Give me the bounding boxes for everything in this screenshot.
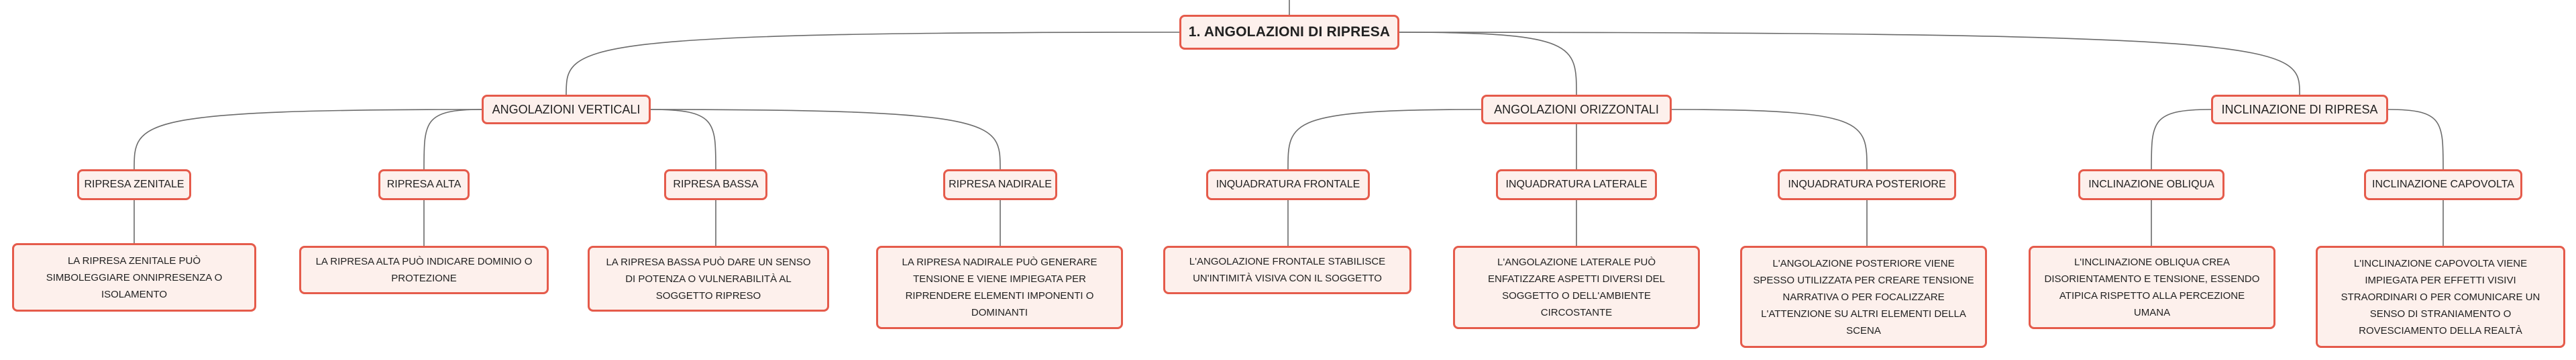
description-ripresa-zenitale[interactable]: LA RIPRESA ZENITALE PUÒ SIMBOLEGGIARE ON… [12, 243, 256, 312]
connector-category-inclinazione-di-ripresa-node-inclinazione-obliqua [2151, 109, 2212, 170]
connector-category-angolazioni-verticali-node-ripresa-nadirale [650, 109, 1001, 170]
node-inquadratura-laterale[interactable]: INQUADRATURA LATERALE [1496, 169, 1657, 200]
node-inquadratura-posteriore[interactable]: INQUADRATURA POSTERIORE [1778, 169, 1956, 200]
node-inquadratura-frontale[interactable]: INQUADRATURA FRONTALE [1206, 169, 1370, 200]
description-inclinazione-obliqua[interactable]: L'INCLINAZIONE OBLIQUA CREA DISORIENTAME… [2029, 246, 2275, 329]
connector-category-inclinazione-di-ripresa-node-inclinazione-capovolta [2387, 109, 2444, 170]
node-ripresa-nadirale[interactable]: RIPRESA NADIRALE [943, 169, 1057, 200]
connector-root-category-inclinazione-di-ripresa [1399, 32, 2300, 95]
connector-category-angolazioni-orizzontali-node-inquadratura-frontale [1287, 109, 1482, 170]
description-ripresa-alta[interactable]: LA RIPRESA ALTA PUÒ INDICARE DOMINIO O P… [299, 246, 549, 294]
description-inquadratura-posteriore[interactable]: L'ANGOLAZIONE POSTERIORE VIENE SPESSO UT… [1740, 246, 1987, 348]
node-ripresa-zenitale[interactable]: RIPRESA ZENITALE [77, 169, 191, 200]
description-ripresa-nadirale[interactable]: LA RIPRESA NADIRALE PUÒ GENERARE TENSION… [876, 246, 1123, 329]
connector-category-angolazioni-verticali-node-ripresa-bassa [650, 109, 716, 170]
category-inclinazione-di-ripresa[interactable]: INCLINAZIONE DI RIPRESA [2211, 95, 2388, 124]
category-angolazioni-orizzontali[interactable]: ANGOLAZIONI ORIZZONTALI [1481, 95, 1672, 124]
connector-root-category-angolazioni-verticali [566, 32, 1180, 95]
connector-category-angolazioni-verticali-node-ripresa-zenitale [133, 109, 482, 170]
node-inclinazione-capovolta[interactable]: INCLINAZIONE CAPOVOLTA [2364, 169, 2522, 200]
description-inclinazione-capovolta[interactable]: L'INCLINAZIONE CAPOVOLTA VIENE IMPIEGATA… [2316, 246, 2565, 348]
node-ripresa-alta[interactable]: RIPRESA ALTA [378, 169, 470, 200]
connector-category-angolazioni-orizzontali-node-inquadratura-posteriore [1671, 109, 1868, 170]
node-inclinazione-obliqua[interactable]: INCLINAZIONE OBLIQUA [2078, 169, 2224, 200]
description-inquadratura-frontale[interactable]: L'ANGOLAZIONE FRONTALE STABILISCE UN'INT… [1163, 246, 1411, 294]
category-angolazioni-verticali[interactable]: ANGOLAZIONI VERTICALI [482, 95, 651, 124]
connector-root-category-angolazioni-orizzontali [1399, 32, 1577, 95]
description-ripresa-bassa[interactable]: LA RIPRESA BASSA PUÒ DARE UN SENSO DI PO… [588, 246, 829, 312]
node-ripresa-bassa[interactable]: RIPRESA BASSA [664, 169, 767, 200]
root-node[interactable]: 1. ANGOLAZIONI DI RIPRESA [1179, 15, 1399, 50]
description-inquadratura-laterale[interactable]: L'ANGOLAZIONE LATERALE PUÒ ENFATIZZARE A… [1453, 246, 1700, 329]
connector-category-angolazioni-verticali-node-ripresa-alta [423, 109, 482, 170]
